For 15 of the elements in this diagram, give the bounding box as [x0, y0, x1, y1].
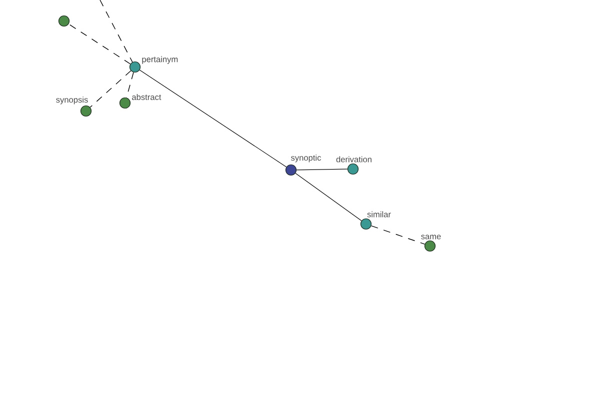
node-label: abstract: [132, 94, 162, 100]
connector-line: [100, 0, 133, 62]
node-label: derivation: [336, 156, 372, 162]
connector-line: [370, 225, 426, 245]
connector-line: [90, 70, 132, 108]
connector-line: [68, 24, 131, 64]
connector-line: [295, 172, 362, 222]
node-label: similar: [367, 211, 391, 218]
connector-line: [139, 70, 287, 168]
connector-line: [296, 168, 348, 170]
node-label: synoptic: [291, 154, 321, 162]
node-label: same: [421, 234, 441, 240]
graph-node: [58, 15, 70, 27]
node-label: pertainym: [142, 56, 178, 64]
node-label: synopsis: [56, 96, 88, 104]
